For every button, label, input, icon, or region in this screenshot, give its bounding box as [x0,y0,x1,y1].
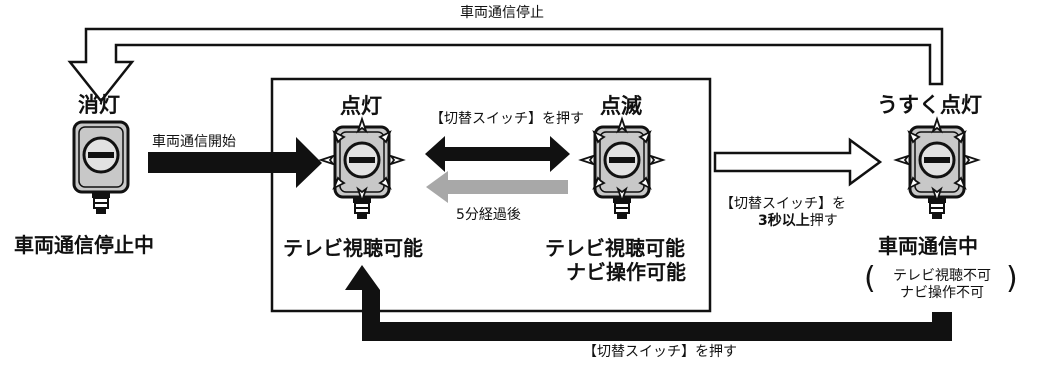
state-on-caption: テレビ視聴可能 [283,236,423,260]
long-press-label-line1: 【切替スイッチ】を [720,196,846,212]
timeout-arrow [426,171,568,203]
state-blink-caption-2: ナビ操作可能 [566,260,686,284]
state-dim-caption: 車両通信中 [878,234,978,258]
long-press-label-line2: 3秒以上押す [758,214,838,228]
device-blink-icon [580,118,664,221]
start-comm-arrow [148,137,322,188]
note-close-paren: ) [1006,261,1018,296]
central-frame [270,77,712,313]
stop-comm-label: 車両通信停止 [460,5,544,21]
long-press-action: 押す [809,213,838,229]
device-dim-icon [895,118,979,221]
state-dim-note-line2: ナビ操作不可 [900,285,984,301]
start-comm-label: 車両通信開始 [152,134,236,150]
state-dim-note: テレビ視聴不可 ナビ操作不可 [880,268,1004,302]
long-press-arrow [713,137,883,187]
toggle-arrow [425,136,570,172]
switch-press-return-arrow [345,265,952,341]
long-press-duration: 3秒以上 [758,213,810,229]
toggle-label: 【切替スイッチ】を押す [430,111,584,127]
state-dim-note-line1: テレビ視聴不可 [893,268,991,284]
state-on-title: 点灯 [340,94,382,118]
stop-comm-arrow [67,27,944,104]
state-blink-title: 点滅 [600,94,642,118]
state-off-title: 消灯 [78,93,120,117]
state-blink-caption-1: テレビ視聴可能 [545,236,685,260]
switch-press-return-label: 【切替スイッチ】を押す [583,344,737,360]
device-off-icon [72,120,130,216]
state-dim-title: うすく点灯 [877,93,982,117]
note-open-paren: ( [864,261,876,296]
device-on-icon [320,118,404,221]
timeout-label: 5分経過後 [456,207,521,223]
state-off-caption: 車両通信停止中 [14,233,154,257]
